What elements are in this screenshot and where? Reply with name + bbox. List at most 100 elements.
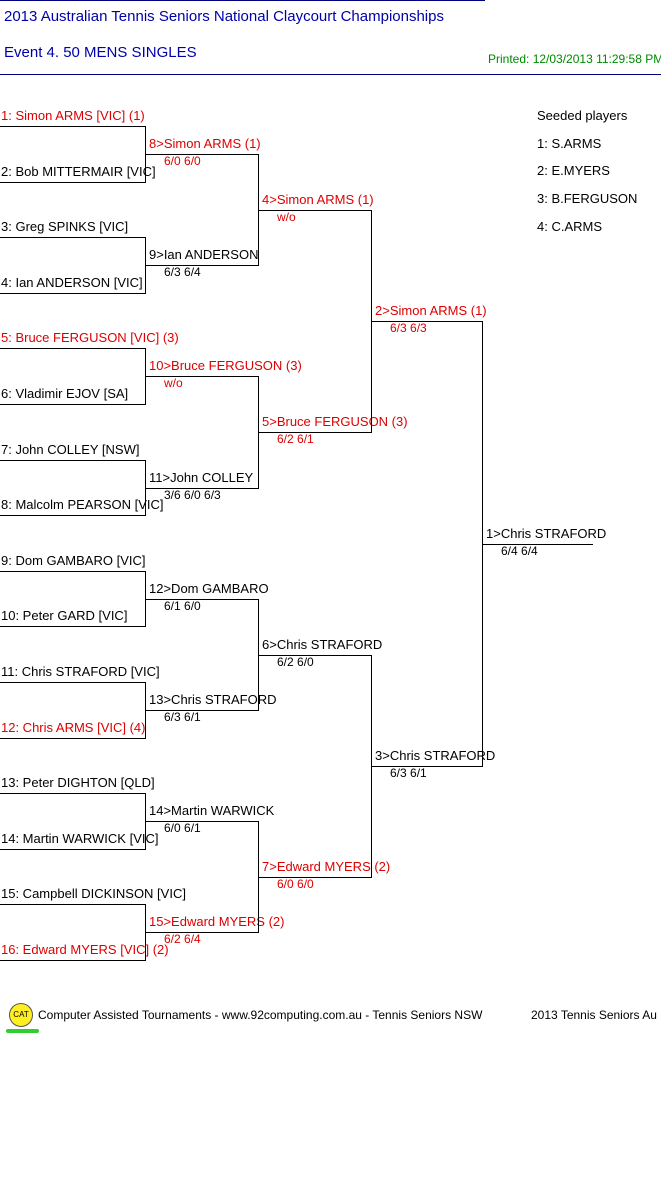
player-entry-8: 8: Malcolm PEARSON [VIC] [1,497,164,512]
event-title: Event 4. 50 MENS SINGLES [4,44,197,61]
r2-score-3: w/o [164,376,183,390]
bracket-connector [145,904,146,961]
r2-score-6: 6/3 6/1 [164,710,201,724]
final-score: 6/4 6/4 [501,544,538,558]
player-line [0,293,146,294]
player-line [0,960,146,961]
player-entry-14: 14: Martin WARWICK [VIC] [1,831,159,846]
bracket-connector [482,321,483,767]
r4-winner-2: 3>Chris STRAFORD [375,748,496,763]
r3-winner-2: 5>Bruce FERGUSON (3) [262,414,408,429]
bracket-connector [258,821,259,933]
player-entry-15: 15: Campbell DICKINSON [VIC] [1,886,186,901]
player-line [0,626,146,627]
r2-score-2: 6/3 6/4 [164,265,201,279]
r3-score-2: 6/2 6/1 [277,432,314,446]
r2-winner-2: 9>Ian ANDERSON [149,247,259,262]
player-entry-9: 9: Dom GAMBARO [VIC] [1,553,146,568]
r3-winner-4: 7>Edward MYERS (2) [262,859,391,874]
player-entry-5: 5: Bruce FERGUSON [VIC] (3) [1,330,179,345]
player-entry-16: 16: Edward MYERS [VIC] (2) [1,942,169,957]
r2-line [146,599,259,600]
r4-line [372,766,483,767]
r3-line [259,655,372,656]
cat-logo-icon: CAT [9,1003,33,1027]
seed-4: 4: C.ARMS [537,219,603,234]
player-entry-11: 11: Chris STRAFORD [VIC] [1,664,160,679]
player-entry-6: 6: Vladimir EJOV [SA] [1,386,129,401]
player-line [0,126,146,127]
bracket-connector [145,126,146,183]
r3-line [259,432,372,433]
bracket-connector [258,376,259,489]
player-line [0,237,146,238]
player-line [0,904,146,905]
r2-line [146,932,259,933]
player-entry-3: 3: Greg SPINKS [VIC] [1,219,129,234]
page-title: 2013 Australian Tennis Seniors National … [4,8,444,25]
player-entry-13: 13: Peter DIGHTON [QLD] [1,775,155,790]
r3-line [259,210,372,211]
header-rule [0,74,661,75]
r3-line [259,877,372,878]
r2-score-8: 6/2 6/4 [164,932,201,946]
player-entry-7: 7: John COLLEY [NSW] [1,442,140,457]
player-line [0,182,146,183]
player-entry-1: 1: Simon ARMS [VIC] (1) [1,108,145,123]
r2-line [146,710,259,711]
printed-timestamp: Printed: 12/03/2013 11:29:58 PM [488,52,661,66]
seeded-players-title: Seeded players [537,108,628,123]
player-line [0,348,146,349]
final-winner: 1>Chris STRAFORD [486,526,607,541]
r3-winner-1: 4>Simon ARMS (1) [262,192,374,207]
r2-winner-8: 15>Edward MYERS (2) [149,914,285,929]
player-entry-12: 12: Chris ARMS [VIC] (4) [1,720,146,735]
player-line [0,571,146,572]
bracket-connector [371,210,372,433]
bracket-connector [371,655,372,878]
player-line [0,849,146,850]
player-line [0,515,146,516]
bracket-connector [145,460,146,516]
r2-winner-7: 14>Martin WARWICK [149,803,275,818]
player-line [0,404,146,405]
footer-right-text: 2013 Tennis Seniors Au [531,1008,657,1022]
player-line [0,460,146,461]
r4-line [372,321,483,322]
seed-3: 3: B.FERGUSON [537,191,638,206]
r2-line [146,376,259,377]
player-line [0,738,146,739]
player-line [0,682,146,683]
r2-winner-1: 8>Simon ARMS (1) [149,136,261,151]
bracket-connector [145,237,146,294]
final-line [483,544,593,545]
player-entry-10: 10: Peter GARD [VIC] [1,608,128,623]
player-entry-2: 2: Bob MITTERMAIR [VIC] [1,164,156,179]
player-line [0,793,146,794]
r4-score-2: 6/3 6/1 [390,766,427,780]
r2-winner-3: 10>Bruce FERGUSON (3) [149,358,302,373]
r2-score-7: 6/0 6/1 [164,821,201,835]
bracket-connector [145,348,146,405]
bracket-connector [145,793,146,850]
seed-2: 2: E.MYERS [537,163,610,178]
r3-score-3: 6/2 6/0 [277,655,314,669]
r2-score-1: 6/0 6/0 [164,154,201,168]
r2-score-5: 6/1 6/0 [164,599,201,613]
r2-line [146,821,259,822]
r4-winner-1: 2>Simon ARMS (1) [375,303,487,318]
seed-1: 1: S.ARMS [537,136,602,151]
r2-score-4: 3/6 6/0 6/3 [164,488,221,502]
r2-winner-4: 11>John COLLEY [149,470,254,485]
r3-winner-3: 6>Chris STRAFORD [262,637,383,652]
bracket-connector [258,154,259,266]
bracket-connector [258,599,259,711]
footer-text: Computer Assisted Tournaments - www.92co… [38,1008,483,1022]
logo-underline [6,1029,39,1033]
r4-score-1: 6/3 6/3 [390,321,427,335]
r2-line [146,154,259,155]
r3-score-4: 6/0 6/0 [277,877,314,891]
r3-score-1: w/o [277,210,296,224]
top-rule [0,0,485,1]
